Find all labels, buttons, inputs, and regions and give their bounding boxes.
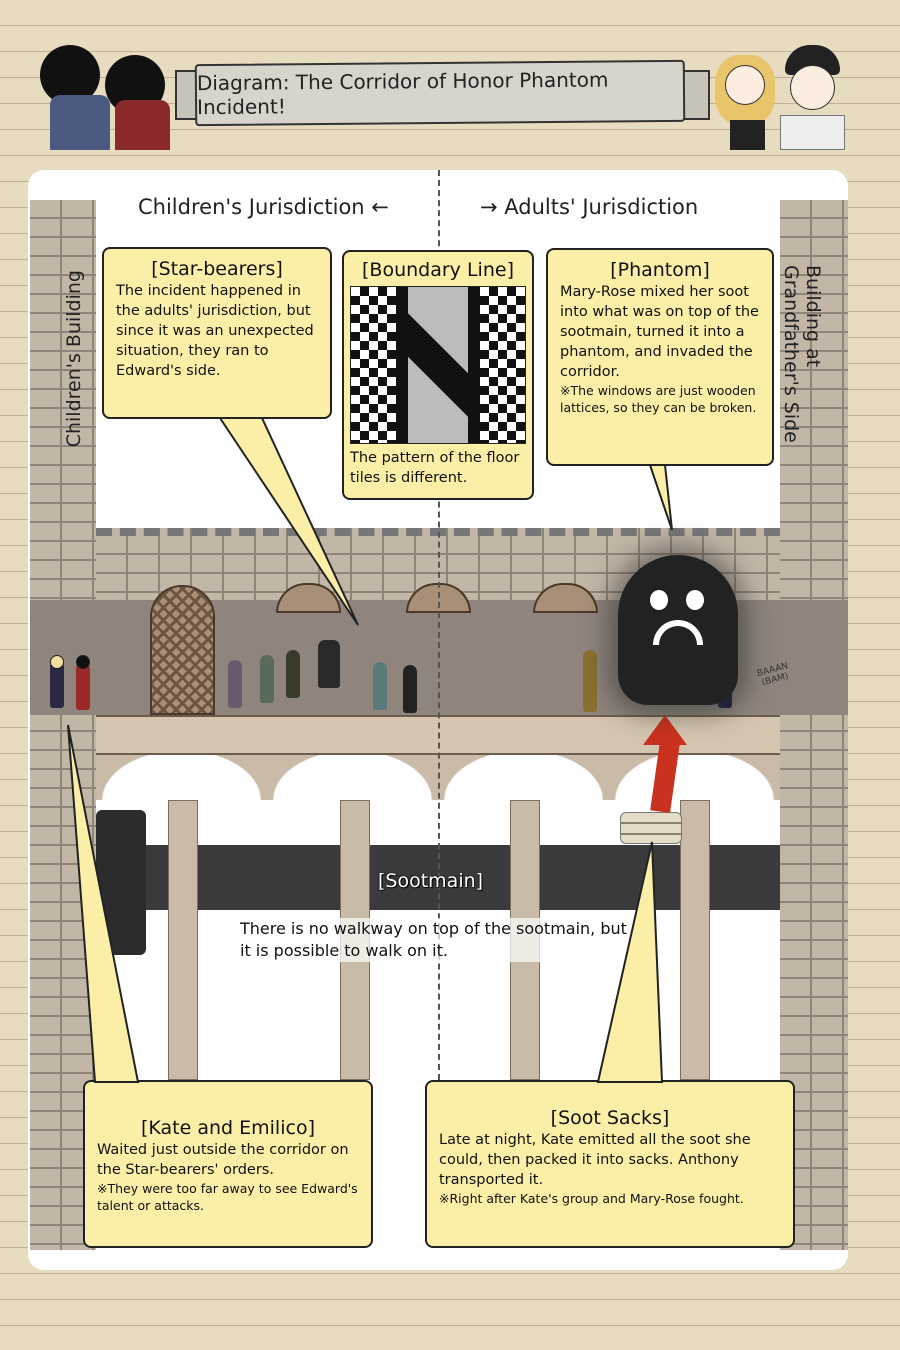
callout-title: [Kate and Emilico] — [141, 1117, 315, 1139]
pillar — [680, 800, 710, 1080]
grandfather-building-label: Building at Grandfather's Side — [780, 265, 824, 443]
star-bearer-figure — [403, 665, 417, 713]
callout-star-bearers: [Star-bearers] The incident happened in … — [102, 247, 332, 419]
callout-title: [Soot Sacks] — [550, 1107, 670, 1129]
adults-jurisdiction-label: → Adults' Jurisdiction — [480, 195, 699, 219]
sootmain-label: [Sootmain] — [378, 870, 484, 892]
callout-note: ※The windows are just wooden lattices, s… — [560, 383, 757, 415]
kate-figure — [50, 660, 64, 708]
soot-sacks — [620, 812, 682, 844]
left-building-wall — [30, 200, 96, 1250]
star-bearer-figure — [373, 662, 387, 710]
pillar — [168, 800, 198, 1080]
star-bearer-figure — [260, 655, 274, 703]
pointer-kate-emilico — [67, 724, 140, 1083]
emilico-figure — [76, 662, 90, 710]
right-building-wall — [780, 200, 848, 1250]
callout-body: The incident happened in the adults' jur… — [116, 283, 314, 379]
callout-body: The pattern of the floor tiles is differ… — [350, 450, 520, 486]
anthony-figure — [583, 650, 597, 712]
emilico-head — [76, 655, 90, 669]
lattice-window — [150, 585, 215, 715]
star-bearer-figure — [228, 660, 242, 708]
callout-body: Waited just outside the corridor on the … — [97, 1142, 349, 1178]
sootmain-caption: There is no walkway on top of the sootma… — [240, 918, 640, 962]
callout-kate-emilico: [Kate and Emilico] Waited just outside t… — [83, 1080, 373, 1248]
callout-boundary-line: [Boundary Line] The pattern of the floor… — [342, 250, 534, 500]
boundary-dashed-line — [438, 170, 440, 1080]
callout-note: ※Right after Kate's group and Mary-Rose … — [439, 1191, 744, 1206]
star-bearer-figure — [286, 650, 300, 698]
character-portraits-right — [710, 35, 850, 150]
callout-body: Mary-Rose mixed her soot into what was o… — [560, 284, 759, 380]
red-arrow — [643, 715, 687, 745]
callout-title: [Phantom] — [610, 259, 710, 281]
character-silhouettes-left — [20, 40, 180, 150]
callout-body: Late at night, Kate emitted all the soot… — [439, 1132, 751, 1188]
callout-title: [Star-bearers] — [151, 258, 283, 280]
pointer-star-bearers — [218, 417, 359, 626]
callout-phantom: [Phantom] Mary-Rose mixed her soot into … — [546, 248, 774, 466]
callout-soot-sacks: [Soot Sacks] Late at night, Kate emitted… — [425, 1080, 795, 1248]
callout-title: [Boundary Line] — [362, 259, 514, 281]
pointer-soot-sacks — [596, 841, 664, 1083]
pointer-phantom — [648, 464, 673, 531]
floor-tile-pattern — [350, 286, 526, 444]
phantom-figure — [618, 555, 738, 705]
kate-head — [50, 655, 64, 669]
children-jurisdiction-label: Children's Jurisdiction ← — [138, 195, 389, 219]
star-bearer-figure — [318, 640, 340, 688]
callout-note: ※They were too far away to see Edward's … — [97, 1181, 358, 1213]
